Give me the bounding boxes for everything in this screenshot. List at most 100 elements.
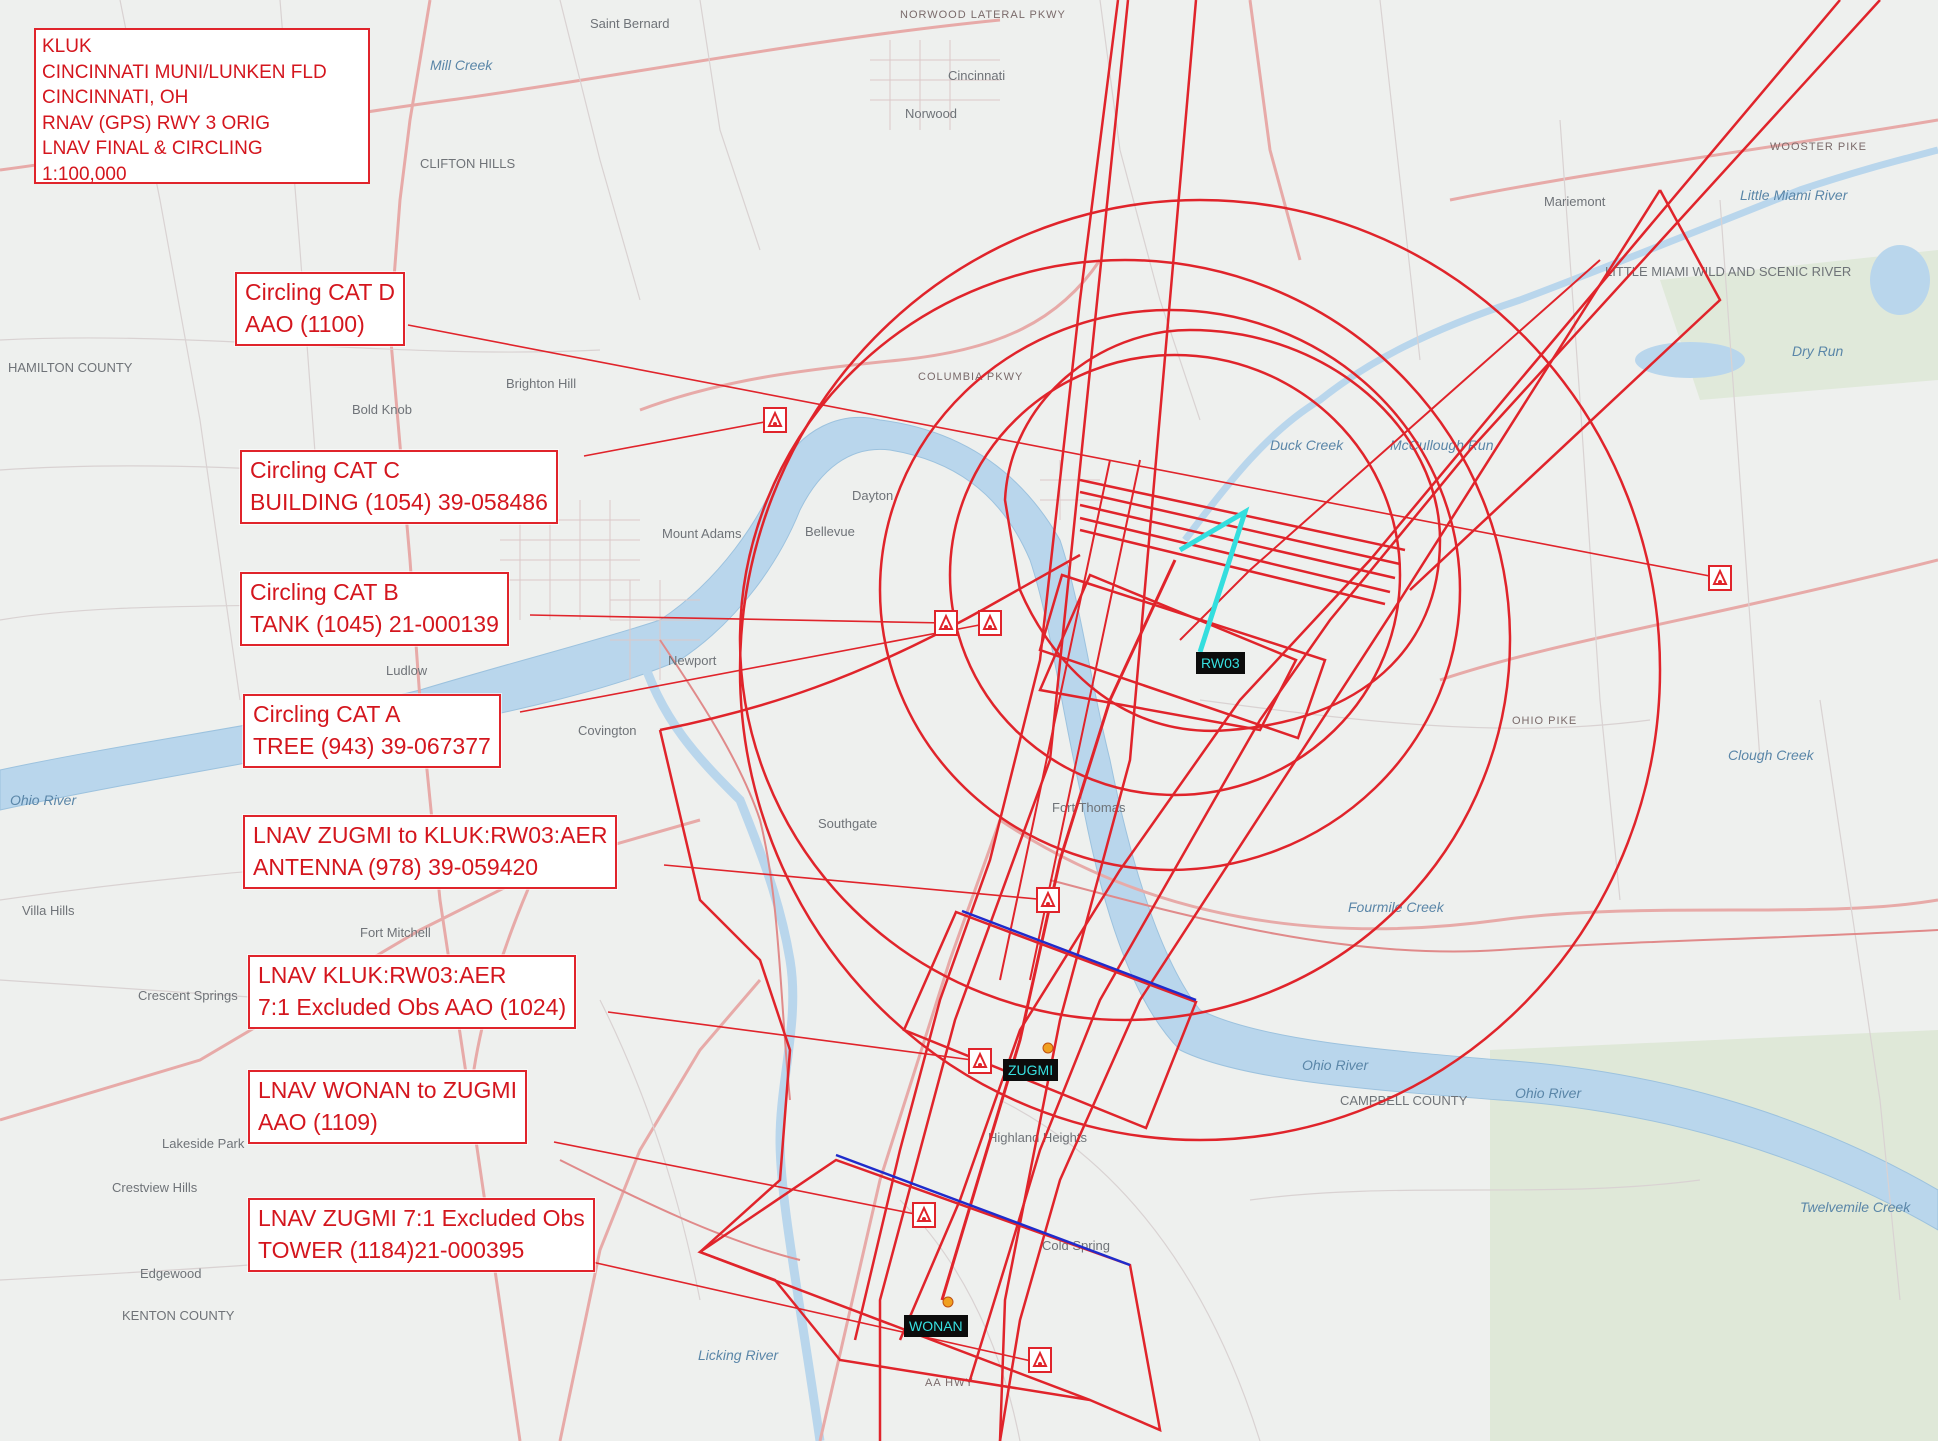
- leader-cat-a: [519, 622, 991, 713]
- wonan-fix-line: [835, 1153, 1131, 1267]
- callout-detail: BUILDING (1054) 39-058486: [250, 489, 548, 515]
- fix-label-zugmi[interactable]: ZUGMI: [1003, 1059, 1059, 1081]
- callout-title: Circling CAT A: [253, 701, 401, 727]
- label-newport: Newport: [668, 653, 717, 668]
- label-clifton-hills: CLIFTON HILLS: [420, 156, 515, 171]
- obstacle-icon[interactable]: [934, 610, 958, 636]
- corridor-line-5: [898, 0, 1841, 1341]
- label-southgate: Southgate: [818, 816, 877, 831]
- callout-lnav-zugmi-tower[interactable]: LNAV ZUGMI 7:1 Excluded Obs TOWER (1184)…: [248, 1198, 595, 1272]
- label-crestview-hills: Crestview Hills: [112, 1180, 198, 1195]
- callout-lnav-kluk-rw03[interactable]: LNAV KLUK:RW03:AER 7:1 Excluded Obs AAO …: [248, 955, 577, 1029]
- label-aa-hwy: AA HWY: [925, 1377, 974, 1389]
- label-mariemont: Mariemont: [1544, 194, 1606, 209]
- callout-detail: AAO (1109): [258, 1109, 378, 1135]
- label-campbell-county: CAMPBELL COUNTY: [1340, 1093, 1468, 1108]
- callout-circling-cat-a[interactable]: Circling CAT A TREE (943) 39-067377: [243, 694, 501, 768]
- callout-detail: 7:1 Excluded Obs AAO (1024): [258, 994, 567, 1020]
- leader-lines: [407, 324, 1721, 1364]
- obstacles: [763, 407, 1732, 1373]
- label-kenton-county: KENTON COUNTY: [122, 1308, 235, 1323]
- callout-detail: AAO (1100): [245, 311, 365, 337]
- callout-circling-cat-d[interactable]: Circling CAT D AAO (1100): [235, 272, 405, 346]
- title-line-segment: LNAV FINAL & CIRCLING: [42, 138, 263, 159]
- label-hamilton-county: HAMILTON COUNTY: [8, 360, 133, 375]
- label-villa-hills: Villa Hills: [22, 903, 75, 918]
- label-brighton-hill: Brighton Hill: [506, 376, 576, 391]
- label-norwood-lateral: NORWOOD LATERAL PKWY: [900, 9, 1066, 21]
- label-duck-creek: Duck Creek: [1270, 437, 1344, 453]
- leader-wonan-zugmi: [553, 1141, 921, 1216]
- title-block: KLUK CINCINNATI MUNI/LUNKEN FLD CINCINNA…: [34, 28, 370, 185]
- leader-cat-b: [529, 614, 947, 624]
- obstacle-icon[interactable]: [763, 407, 787, 433]
- callout-title: LNAV ZUGMI 7:1 Excluded Obs: [258, 1205, 585, 1231]
- obstacle-icon[interactable]: [978, 610, 1002, 636]
- label-little-miami-wild: LITTLE MIAMI WILD AND SCENIC RIVER: [1605, 264, 1851, 279]
- label-fort-thomas: Fort Thomas: [1052, 800, 1126, 815]
- little-miami-river: [1182, 146, 1938, 543]
- fix-lines: [835, 909, 1197, 1267]
- callout-circling-cat-b[interactable]: Circling CAT B TANK (1045) 21-000139: [240, 572, 509, 646]
- callout-lnav-zugmi-to-kluk[interactable]: LNAV ZUGMI to KLUK:RW03:AER ANTENNA (978…: [243, 815, 618, 889]
- wonan-marker-icon[interactable]: [942, 1296, 954, 1308]
- fix-markers: [942, 1042, 1054, 1308]
- obstacle-icon[interactable]: [1708, 565, 1732, 591]
- label-ohio-river-west: Ohio River: [10, 792, 77, 808]
- title-line-scale: 1:100,000: [42, 163, 127, 185]
- callout-title: Circling CAT B: [250, 579, 399, 605]
- fix-label-wonan[interactable]: WONAN: [904, 1315, 968, 1337]
- title-line-city: CINCINNATI, OH: [42, 87, 189, 108]
- missed-approach-course: [1179, 259, 1601, 641]
- map-labels: Cincinnati Norwood Saint Bernard CLIFTON…: [8, 9, 1911, 1389]
- label-ohio-pike: OHIO PIKE: [1512, 715, 1577, 727]
- obstacle-icon[interactable]: [1036, 887, 1060, 913]
- label-saint-bernard: Saint Bernard: [590, 16, 670, 31]
- obstacle-icon[interactable]: [968, 1048, 992, 1074]
- label-ohio-river-far-east: Ohio River: [1515, 1085, 1582, 1101]
- label-dry-run: Dry Run: [1792, 343, 1844, 359]
- runway: [1178, 506, 1250, 653]
- callout-title: LNAV WONAN to ZUGMI: [258, 1077, 517, 1103]
- interstates: [559, 639, 1938, 1261]
- fix-label-rw03[interactable]: RW03: [1196, 652, 1245, 674]
- label-ludlow: Ludlow: [386, 663, 428, 678]
- leader-cat-c: [583, 419, 776, 457]
- corridor-line-4: [968, 0, 1881, 1381]
- label-crescent-springs: Crescent Springs: [138, 988, 238, 1003]
- label-columbia-pkwy: COLUMBIA PKWY: [918, 371, 1023, 383]
- leader-zugmi-tower: [591, 1261, 1041, 1364]
- callout-title: LNAV KLUK:RW03:AER: [258, 962, 507, 988]
- callout-circling-cat-c[interactable]: Circling CAT C BUILDING (1054) 39-058486: [240, 450, 558, 524]
- leader-cat-d: [407, 324, 1721, 579]
- label-twelvemile-creek: Twelvemile Creek: [1800, 1199, 1911, 1215]
- corridor-line-6: [998, 189, 1662, 1441]
- corridor-line-1: [878, 0, 1130, 1441]
- leader-zugmi-kluk: [663, 864, 1049, 901]
- callout-title: Circling CAT D: [245, 279, 395, 305]
- callout-title: LNAV ZUGMI to KLUK:RW03:AER: [253, 822, 608, 848]
- label-bellevue: Bellevue: [805, 524, 855, 539]
- callout-detail: ANTENNA (978) 39-059420: [253, 854, 539, 880]
- title-line-procedure: RNAV (GPS) RWY 3 ORIG: [42, 112, 271, 134]
- label-lakeside-park: Lakeside Park: [162, 1136, 245, 1151]
- zugmi-marker-icon[interactable]: [1042, 1042, 1054, 1054]
- label-bold-knob: Bold Knob: [352, 402, 412, 417]
- runway-box: [1038, 573, 1327, 740]
- label-ohio-river-east: Ohio River: [1302, 1057, 1369, 1073]
- label-fourmile-creek: Fourmile Creek: [1348, 899, 1445, 915]
- corridor-apex: [1409, 189, 1722, 591]
- callout-lnav-wonan-to-zugmi[interactable]: LNAV WONAN to ZUGMI AAO (1109): [248, 1070, 527, 1144]
- title-line-airport-name: CINCINNATI MUNI/LUNKEN FLD: [42, 61, 327, 83]
- label-norwood: Norwood: [905, 106, 957, 121]
- label-licking-river: Licking River: [698, 1347, 779, 1363]
- label-dayton: Dayton: [852, 488, 893, 503]
- label-little-miami-river: Little Miami River: [1740, 187, 1849, 203]
- title-line-airport-id: KLUK: [42, 36, 92, 57]
- obstacle-icon[interactable]: [1028, 1347, 1052, 1373]
- obstacle-icon[interactable]: [912, 1202, 936, 1228]
- corridor-line-2: [998, 0, 1198, 1441]
- label-clough-creek: Clough Creek: [1728, 747, 1815, 763]
